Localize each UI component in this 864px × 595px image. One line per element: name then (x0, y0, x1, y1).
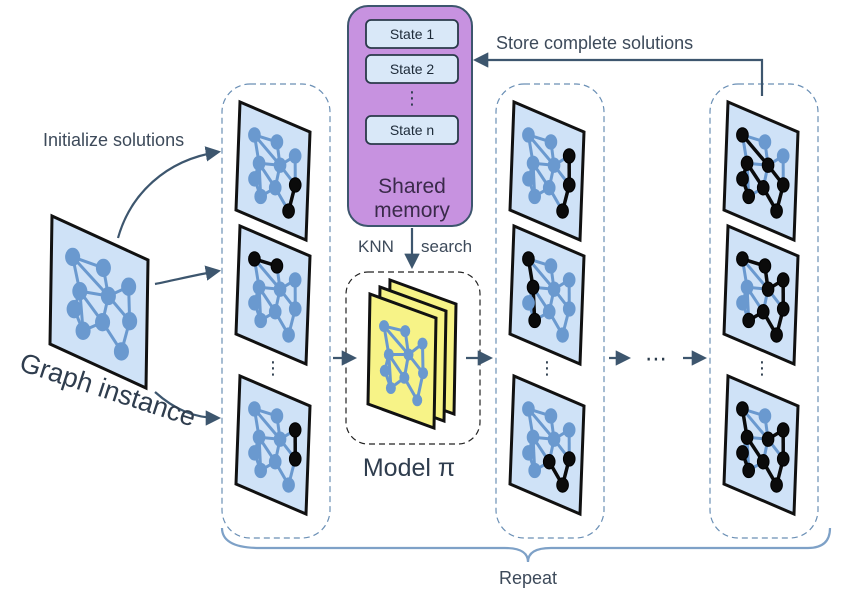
graph-panels (48, 99, 800, 517)
graph-icon (234, 223, 312, 367)
state-1-box (365, 19, 459, 49)
state-2-box (365, 54, 459, 84)
arrow-icon (472, 52, 764, 96)
graph-icon (508, 99, 586, 243)
search-label: search (421, 237, 472, 256)
arrow-icon (154, 391, 222, 426)
arrow-icon (154, 265, 222, 286)
graph-icon (722, 373, 800, 517)
graph-icon (234, 373, 312, 517)
store-solutions-label: Store complete solutions (496, 33, 693, 53)
intermediate-solutions-group (495, 83, 605, 539)
graph-icon (234, 99, 312, 243)
state-1-label: State 1 (390, 26, 435, 42)
model-front-layer (366, 291, 438, 431)
shared-memory: State 1 State 2 ⋮ State n Shared memory (347, 5, 473, 227)
graph-icon (508, 373, 586, 517)
state-n-box (365, 115, 459, 145)
vdots-2: ⋮ (538, 358, 556, 378)
graph-icon (48, 213, 150, 391)
initialize-solutions-label: Initialize solutions (43, 130, 184, 150)
shared-label: Shared (378, 175, 446, 198)
graph-icon (722, 99, 800, 243)
memory-label: memory (374, 199, 450, 222)
repeat-label: Repeat (499, 568, 557, 588)
initial-solutions-group (221, 83, 331, 539)
model-stack (366, 277, 458, 431)
graph-icon (722, 223, 800, 367)
state-vdots: ⋮ (403, 88, 421, 108)
brace-icon (220, 527, 832, 563)
arrows (116, 52, 764, 426)
vdots-3: ⋮ (753, 358, 771, 378)
state-n-label: State n (390, 122, 434, 138)
hdots: ⋯ (645, 346, 667, 371)
knn-label: KNN (358, 237, 394, 256)
graph-icon (508, 223, 586, 367)
model-label: Model π (363, 454, 455, 482)
complete-solutions-group (709, 83, 819, 539)
vdots-1: ⋮ (264, 358, 282, 378)
arrow-icon (116, 146, 222, 239)
state-2-label: State 2 (390, 61, 435, 77)
